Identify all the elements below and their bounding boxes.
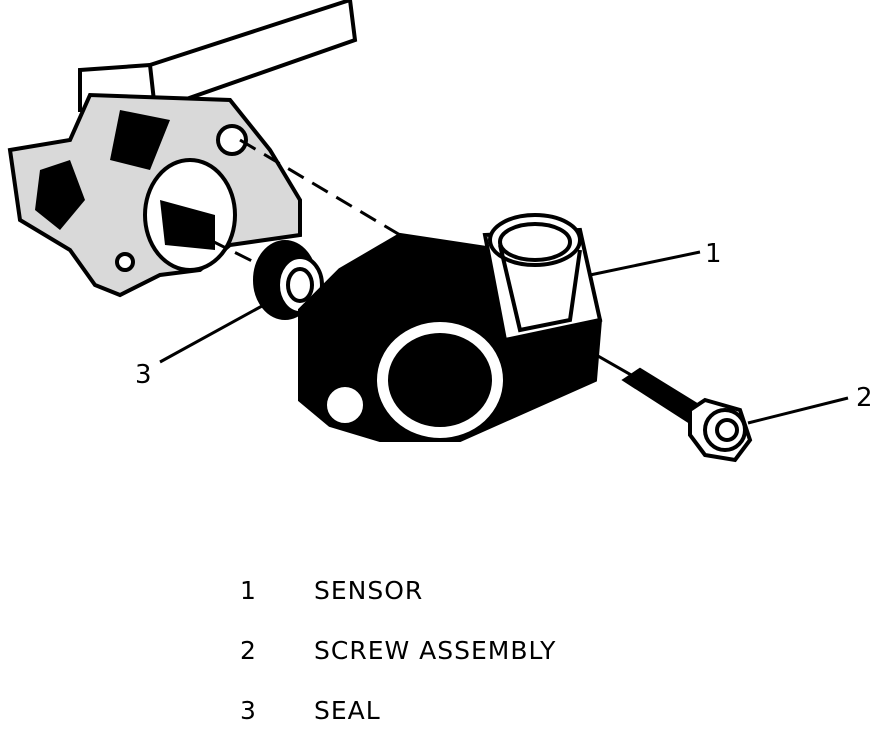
callout-2: 2: [856, 383, 873, 413]
throttle-body-housing: [7, 0, 358, 298]
legend-label: SENSOR: [314, 575, 424, 605]
parts-legend: 1 SENSOR 2 SCREW ASSEMBLY 3 SEAL: [240, 560, 556, 740]
legend-number: 1: [240, 575, 256, 605]
legend-row: 2 SCREW ASSEMBLY: [240, 620, 556, 680]
leader-lines: [159, 250, 849, 425]
legend-label: SEAL: [314, 695, 381, 725]
legend-row: 3 SEAL: [240, 680, 556, 740]
legend-number: 2: [240, 635, 256, 665]
legend-row: 1 SENSOR: [240, 560, 556, 620]
legend-label: SCREW ASSEMBLY: [314, 635, 557, 665]
callout-1: 1: [705, 239, 722, 269]
seal: [253, 240, 324, 320]
sensor: [298, 213, 603, 442]
legend-number: 3: [240, 695, 256, 725]
callout-3: 3: [135, 360, 152, 390]
exploded-view-diagram: [7, 0, 849, 463]
screw-assembly: [621, 367, 753, 463]
